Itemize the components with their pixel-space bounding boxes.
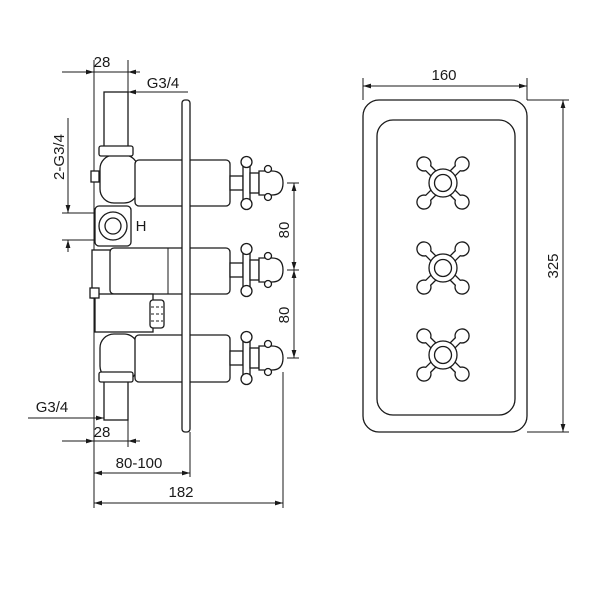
handle-spacing-lower-label: 80 (276, 307, 293, 324)
top-thread-label: G3/4 (147, 75, 180, 92)
top-clip (90, 170, 100, 183)
hot-inlet-bore (104, 217, 122, 235)
front-view: 160 325 (362, 67, 569, 433)
bottom-outlet-width-label: 28 (94, 424, 111, 441)
handle-spacing-upper-label: 80 (276, 222, 293, 239)
plate-width-label: 160 (431, 67, 456, 84)
plate-height-label: 325 (545, 253, 562, 278)
thermostat-block (94, 293, 154, 333)
side-handle-middle (229, 242, 284, 298)
top-outlet-pipe (103, 91, 129, 151)
wall-depth-label: 80-100 (116, 455, 163, 472)
bottom-thread-label: G3/4 (36, 399, 69, 416)
side-handle-bottom (229, 330, 284, 386)
inlet-thread-label: 2-G3/4 (51, 134, 68, 180)
top-outlet-collar (98, 145, 134, 157)
hot-inlet-label: H (136, 218, 147, 235)
middle-cartridge-body (109, 247, 231, 295)
bottom-outlet-pipe (103, 380, 129, 421)
back-plate (181, 99, 191, 433)
bottom-outlet-collar (98, 371, 134, 383)
top-outlet-width-label: 28 (94, 54, 111, 71)
side-view: 28 G3/4 2-G3/4 H 80 80 G3/4 28 80-100 18… (28, 54, 299, 508)
lower-clip (89, 287, 100, 299)
side-handle-top (229, 155, 284, 211)
top-elbow (99, 154, 139, 204)
overall-depth-label: 182 (168, 484, 193, 501)
